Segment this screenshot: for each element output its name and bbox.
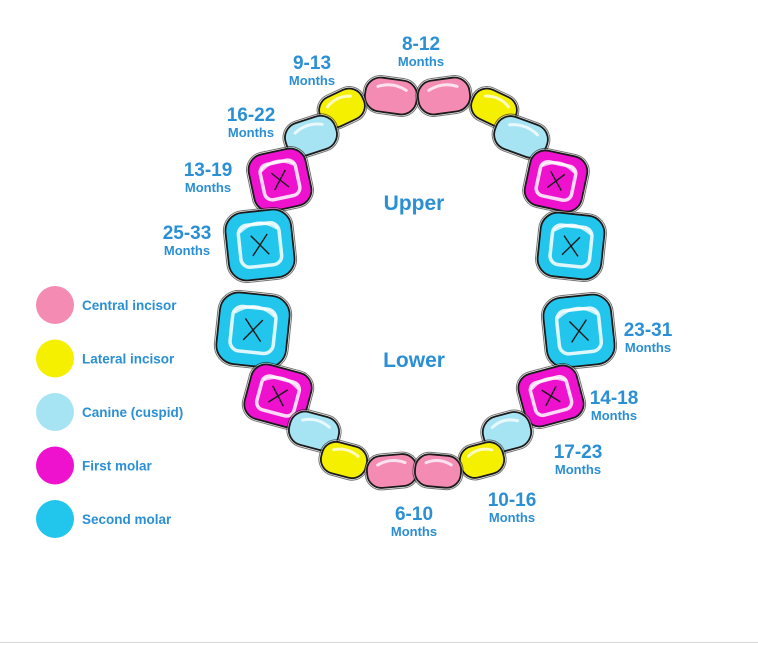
lower-canine-unit: Months: [555, 462, 601, 477]
legend-item-central-incisor: Central incisor: [36, 286, 177, 324]
upper-left-first-molar: [246, 146, 314, 214]
legend-label: First molar: [82, 459, 153, 474]
upper-lateral-range: 9-13: [293, 53, 331, 74]
lower-right-central-incisor: [412, 451, 464, 491]
lower-right-first-molar: [515, 362, 587, 430]
lower-left-second-molar: [213, 289, 293, 371]
lower-left-first-molar: [241, 361, 315, 431]
legend-item-second-molar: Second molar: [36, 500, 172, 538]
upper-left-canine: [282, 113, 340, 159]
lower-right-lateral-incisor: [457, 439, 507, 481]
lower-second-molar-range: 23-31: [624, 320, 673, 341]
lower-central-unit: Months: [391, 524, 437, 539]
legend-swatch: [36, 393, 74, 431]
lower-second-molar-unit: Months: [625, 340, 671, 355]
upper-second-molar-range: 25-33: [163, 223, 212, 244]
legend-item-lateral-incisor: Lateral incisor: [36, 339, 175, 378]
upper-jaw-label: Upper: [384, 192, 445, 215]
upper-left-second-molar: [222, 207, 298, 283]
lower-canine-range: 17-23: [554, 442, 603, 463]
upper-right-central-incisor: [415, 75, 473, 117]
eruption-labels: 8-12Months9-13Months16-22Months13-19Mont…: [163, 34, 673, 539]
lower-left-central-incisor: [364, 451, 420, 491]
upper-canine-range: 16-22: [227, 105, 276, 126]
lower-central-range: 6-10: [395, 504, 433, 525]
legend-swatch: [36, 286, 74, 324]
legend-item-canine: Canine (cuspid): [36, 393, 183, 431]
legend-swatch: [36, 500, 74, 538]
legend-swatch: [36, 446, 74, 485]
upper-central-unit: Months: [398, 54, 444, 69]
upper-lateral-unit: Months: [289, 73, 335, 88]
legend-label: Lateral incisor: [82, 352, 175, 367]
upper-left-central-incisor: [362, 75, 420, 117]
legend-label: Canine (cuspid): [82, 405, 183, 420]
lower-jaw-label: Lower: [383, 349, 445, 372]
upper-first-molar-range: 13-19: [184, 160, 233, 181]
teeth-arch: [213, 75, 618, 491]
lower-first-molar-unit: Months: [591, 408, 637, 423]
upper-right-canine: [491, 113, 551, 161]
legend-swatch: [36, 339, 74, 378]
upper-right-second-molar: [535, 210, 607, 282]
upper-canine-unit: Months: [228, 125, 274, 140]
lower-first-molar-range: 14-18: [590, 388, 639, 409]
upper-central-range: 8-12: [402, 34, 440, 55]
upper-first-molar-unit: Months: [185, 180, 231, 195]
legend-label: Second molar: [82, 512, 172, 527]
bottom-divider: [0, 642, 758, 643]
upper-second-molar-unit: Months: [164, 243, 210, 258]
lower-lateral-unit: Months: [489, 510, 535, 525]
legend-item-first-molar: First molar: [36, 446, 153, 485]
lower-right-second-molar: [540, 291, 618, 371]
upper-right-first-molar: [522, 147, 590, 215]
lower-left-canine: [286, 409, 342, 453]
lower-lateral-range: 10-16: [488, 490, 537, 511]
legend-label: Central incisor: [82, 298, 177, 313]
